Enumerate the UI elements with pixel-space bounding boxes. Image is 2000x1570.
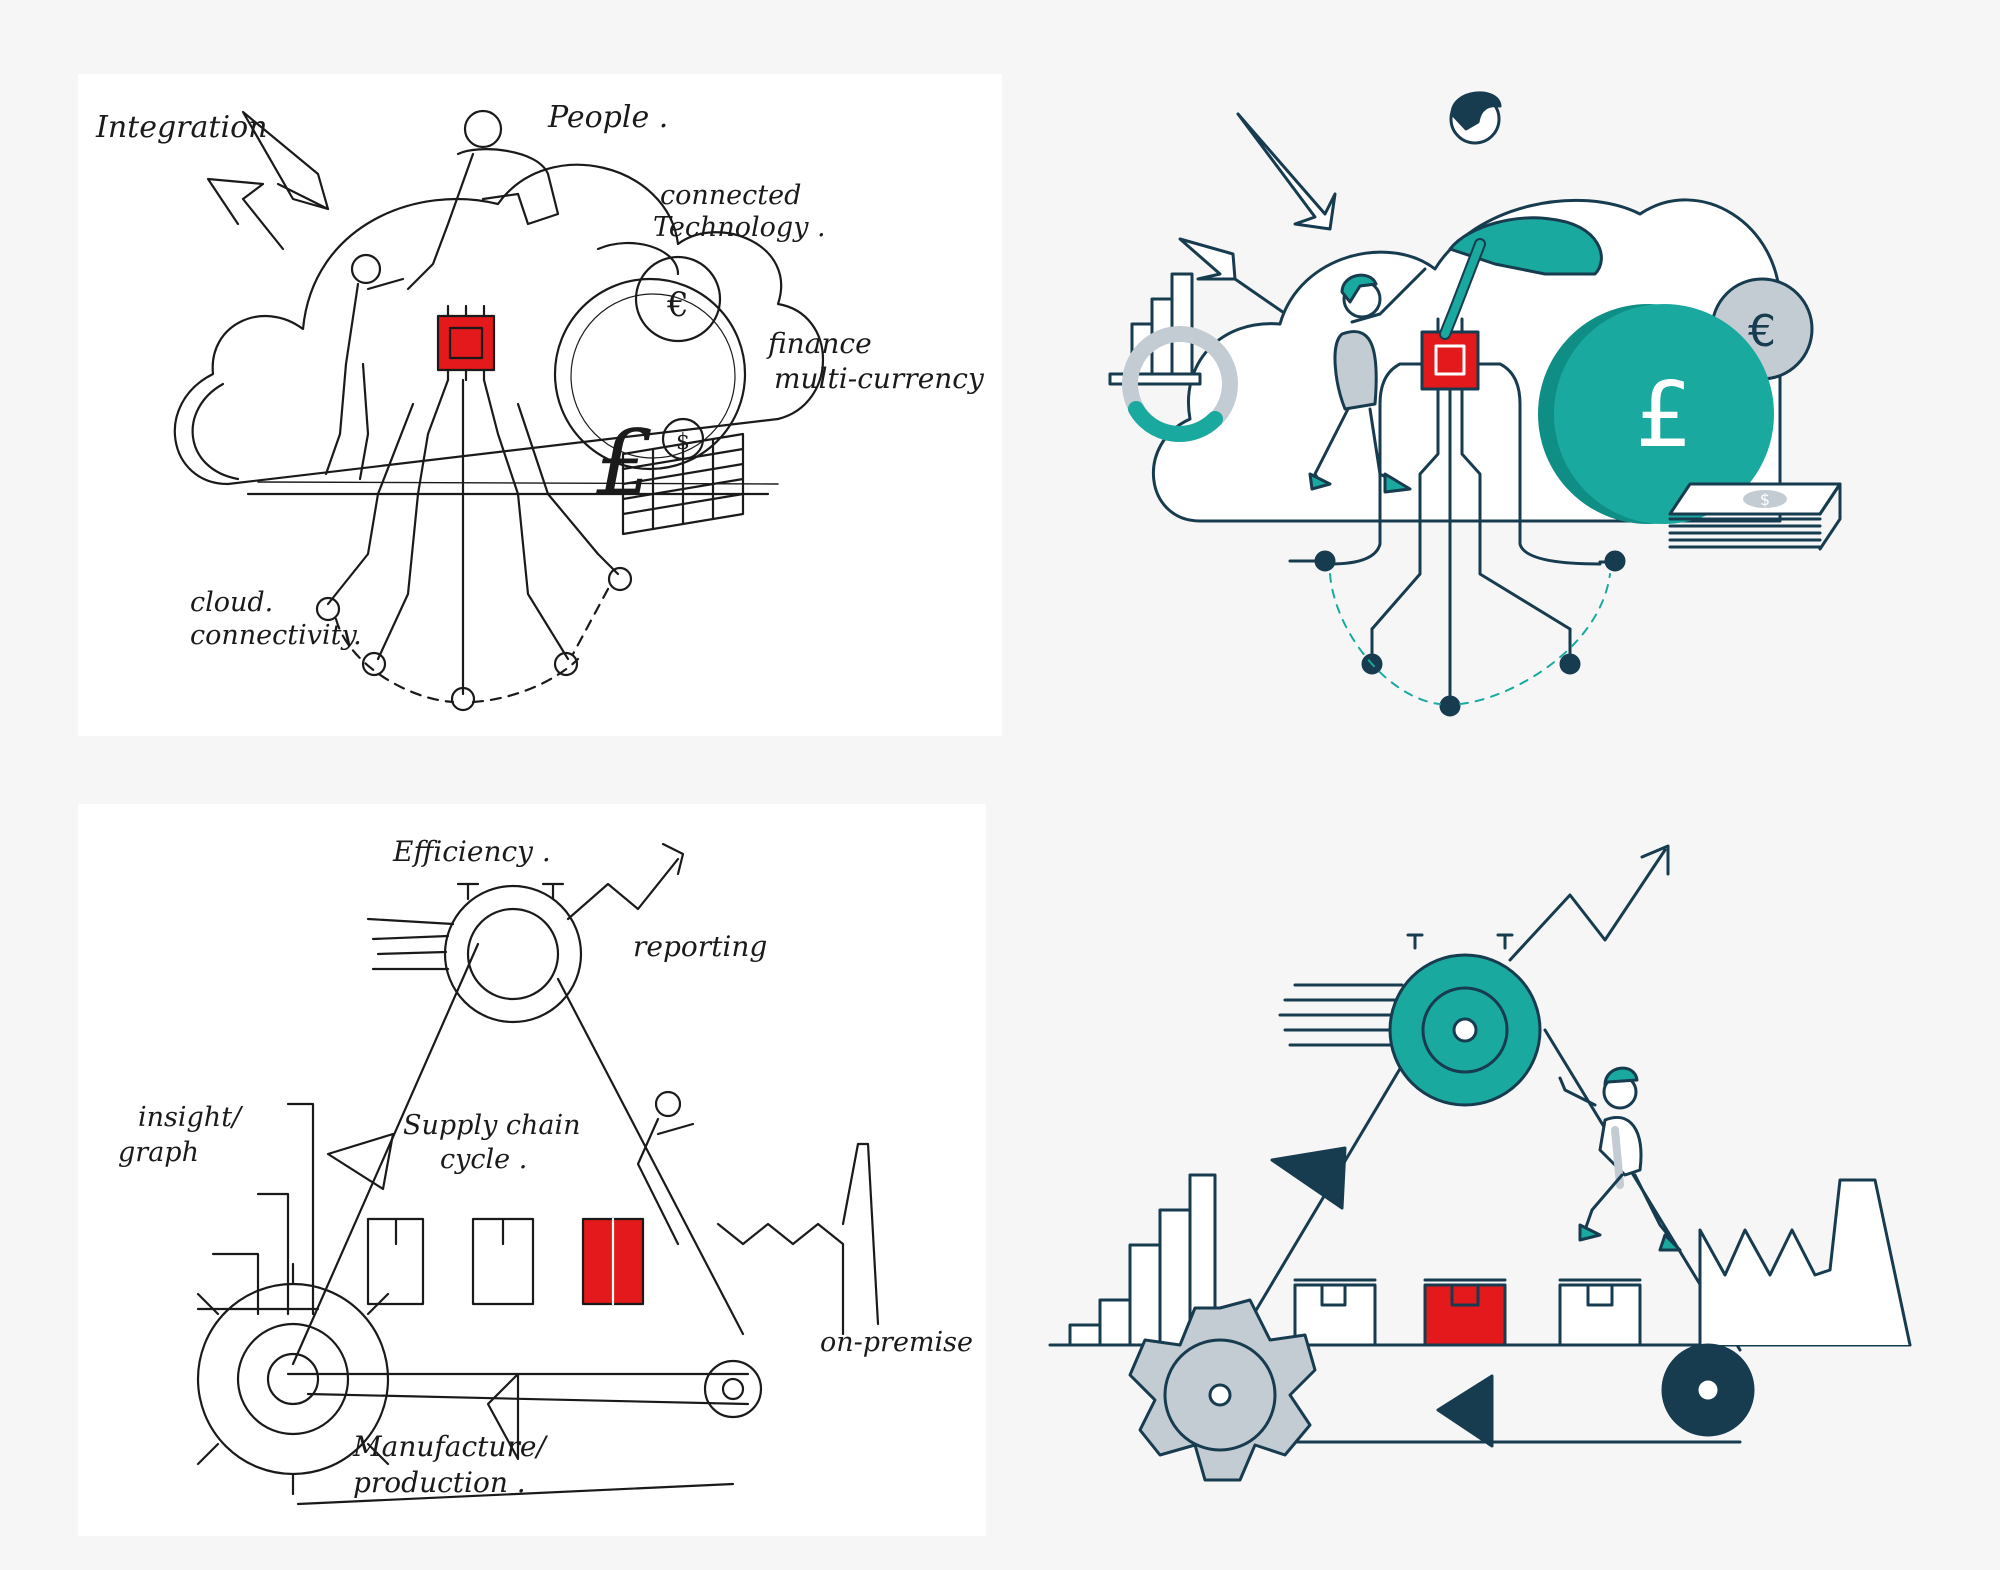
euro-symbol: € xyxy=(1748,306,1776,357)
final-supply-illustration xyxy=(1048,844,1912,1482)
label-integration: Integration xyxy=(96,110,268,145)
label-cloud-2: connectivity. xyxy=(190,620,362,651)
label-finance-2: multi-currency xyxy=(774,362,984,395)
label-supply-2: cycle . xyxy=(440,1144,528,1175)
sketch-dollar-symbol: $ xyxy=(676,430,690,455)
label-connected-1: connected xyxy=(660,180,802,211)
sketch-cloud-drawing: £ € $ xyxy=(173,109,824,712)
sketch-cloud-panel: £ € $ Integration People . connected Tec… xyxy=(78,74,1002,736)
sketch-euro-symbol: € xyxy=(666,285,689,325)
label-insight-2: graph xyxy=(118,1137,199,1168)
final-cloud-panel: € £ $ xyxy=(1080,74,1960,736)
final-cloud-illustration: € £ $ xyxy=(1108,91,1842,717)
pound-symbol: £ xyxy=(1635,363,1692,468)
label-connected-2: Technology . xyxy=(653,212,826,243)
label-people: People . xyxy=(548,100,669,135)
label-finance-1: finance xyxy=(768,327,872,360)
label-supply-1: Supply chain xyxy=(403,1110,581,1141)
dollar-symbol: $ xyxy=(1760,490,1770,509)
sketch-supply-drawing xyxy=(196,842,880,1506)
label-manufacture-1: Manufacture/ xyxy=(353,1430,546,1463)
final-supply-panel xyxy=(1040,830,1960,1530)
sketch-pound-symbol: £ xyxy=(595,411,653,516)
label-manufacture-2: production . xyxy=(353,1466,526,1499)
label-insight-1: insight/ xyxy=(138,1102,242,1133)
label-cloud-1: cloud. xyxy=(190,587,274,618)
label-reporting: reporting xyxy=(633,930,768,963)
sketch-supply-panel: Efficiency . reporting insight/ graph Su… xyxy=(78,804,986,1536)
label-efficiency: Efficiency . xyxy=(393,835,551,868)
label-on-premise: on-premise xyxy=(820,1327,974,1358)
